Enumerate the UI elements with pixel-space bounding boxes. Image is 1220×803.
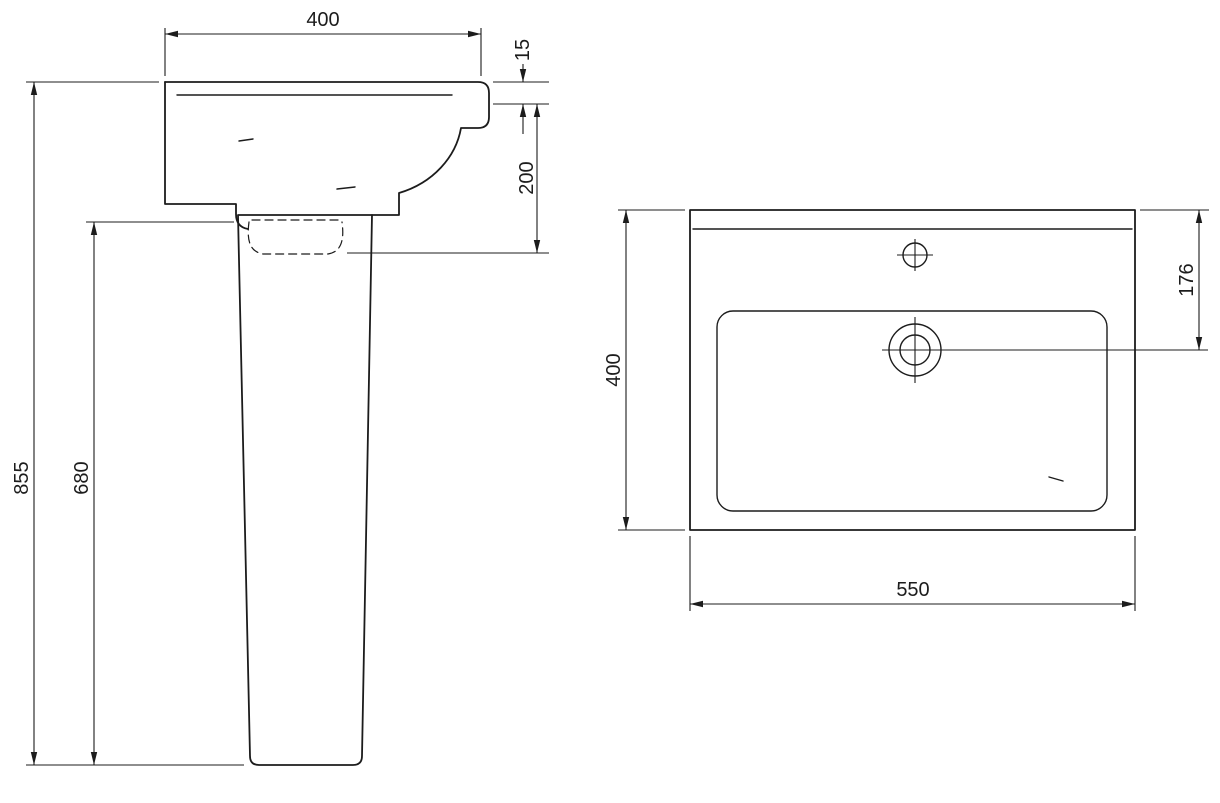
dim-overall-height-label: 855 <box>11 461 33 494</box>
dim-rim-thickness-label: 15 <box>512 39 534 61</box>
bowl-detail-mark <box>1048 476 1064 482</box>
dim-basin-top-width: 400 <box>164 9 482 76</box>
basin-top-outline <box>689 209 1136 531</box>
dim-tap-hole-offset: 176 <box>1140 209 1209 350</box>
dim-pedestal-height: 680 <box>71 221 234 765</box>
plan-view: 400 176 550 <box>603 209 1209 611</box>
side-view: 400 15 200 855 680 <box>11 9 549 766</box>
dim-basin-depth-label: 200 <box>516 161 538 194</box>
dim-basin-top-width-label: 400 <box>306 9 339 31</box>
overflow-hole <box>897 239 933 271</box>
dim-overall-height: 855 <box>11 81 244 766</box>
basin-outline <box>164 81 490 230</box>
pedestal-outline <box>237 214 373 766</box>
dim-rim-thickness: 15 <box>493 39 549 134</box>
dim-overall-depth: 400 <box>603 209 685 531</box>
dim-overall-depth-label: 400 <box>603 353 625 386</box>
dim-overall-width-label: 550 <box>896 579 929 601</box>
hidden-trap-lines <box>247 219 344 255</box>
dim-basin-depth: 200 <box>347 104 549 254</box>
inner-edge-mark <box>336 186 356 190</box>
bowl-outline <box>716 310 1108 512</box>
dim-tap-hole-offset-label: 176 <box>1176 263 1198 296</box>
overflow-mark <box>238 138 254 142</box>
dim-overall-width: 550 <box>689 536 1136 611</box>
dim-pedestal-height-label: 680 <box>71 461 93 494</box>
tap-hole <box>882 317 1208 383</box>
